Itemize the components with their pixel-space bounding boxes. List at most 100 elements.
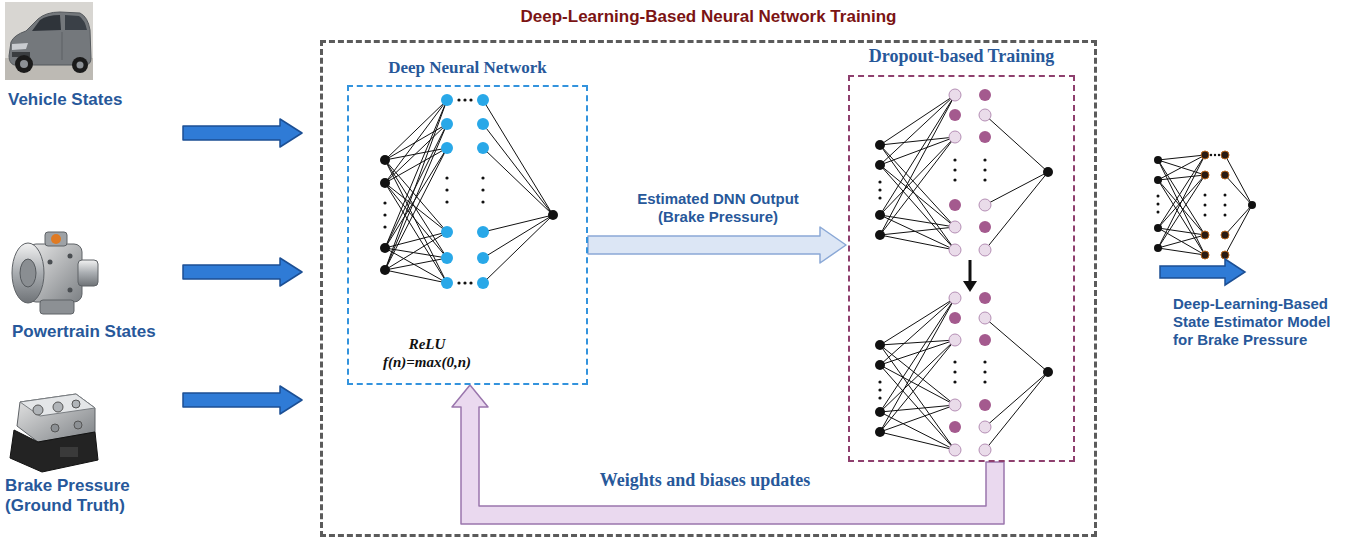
training-frame: Deep-Learning-Based Neural Network Train… xyxy=(320,40,1097,537)
input-label: Powertrain States xyxy=(12,322,182,342)
car-picture xyxy=(5,2,93,80)
dropout-network-figure-part xyxy=(875,230,885,240)
connector-label-holder: Weights and biases updates xyxy=(545,470,865,492)
output-network-figure-part xyxy=(1221,251,1229,259)
dropout-network-figure-part xyxy=(953,178,956,181)
dnn-network-figure-part xyxy=(445,188,448,191)
dropout-network-figure-part xyxy=(953,370,956,373)
dropout-network-figure-part xyxy=(953,168,956,171)
brake-module-picture xyxy=(10,394,98,472)
dropout-network-figure-part xyxy=(949,421,961,433)
dnn-network-figure xyxy=(380,94,558,289)
output-network-figure-part xyxy=(1221,231,1229,239)
dnn-network-figure-part xyxy=(383,201,386,204)
output-network-figure-part xyxy=(1154,156,1162,164)
dnn-network-figure-part xyxy=(380,178,390,188)
dropout-network-figure-part xyxy=(979,89,991,101)
dropout-network-figure-part xyxy=(878,380,881,383)
dnn-network-figure-part xyxy=(477,94,489,106)
car-picture-part xyxy=(62,32,63,60)
frame-heading-holder: Deep-Learning-Based Neural Network Train… xyxy=(323,7,1094,27)
output-network-figure-part xyxy=(1224,194,1227,197)
output-model: Deep-Learning-Based State Estimator Mode… xyxy=(1140,145,1345,385)
dropout-network-figure-part xyxy=(875,210,885,220)
dropout-network-figure-part xyxy=(983,360,986,363)
dropout-network-figure-part xyxy=(979,444,991,456)
dnn-network-figure-part xyxy=(445,200,448,203)
input-source: Brake Pressure (Ground Truth) xyxy=(3,386,183,526)
dnn-network-figure-part xyxy=(481,200,484,203)
dropout-network-figure-part xyxy=(953,360,956,363)
dropout-network-figure-part xyxy=(979,292,991,304)
dropout-network-figure-part xyxy=(878,196,881,199)
powertrain-picture xyxy=(12,232,98,314)
dropout-network-figure-part xyxy=(949,131,961,143)
car-picture-part xyxy=(15,55,33,73)
output-network-figure-part xyxy=(1204,214,1207,217)
powertrain-picture-part xyxy=(78,260,98,286)
dropout-network-figure-part xyxy=(949,334,961,346)
dropout-network-figure-part xyxy=(875,360,885,370)
car-picture-part xyxy=(20,60,28,68)
dropout-network-figure-part xyxy=(979,399,991,411)
dnn-network-figure-part xyxy=(383,225,386,228)
brake-module-picture-part xyxy=(10,430,98,472)
output-network-figure-part xyxy=(1201,251,1209,259)
brake-module-picture-part xyxy=(20,394,95,416)
connector-label: Estimated DNN Output (Brake Pressure) xyxy=(623,190,813,226)
dropout-box: Dropout-based Training xyxy=(848,75,1075,462)
dnn-network-figure-part xyxy=(477,142,489,154)
dropout-network-figure-part xyxy=(979,131,991,143)
output-network-figure-part xyxy=(1157,203,1160,206)
box-heading-holder: Deep Neural Network xyxy=(349,58,586,78)
dnn-network-figure-part xyxy=(463,281,466,284)
dropout-network-figure-part xyxy=(983,380,986,383)
connector-label: Weights and biases updates xyxy=(545,470,865,492)
powertrain-picture-part xyxy=(45,232,67,246)
powertrain-picture-part xyxy=(68,254,73,259)
activation-formula: ReLU f(n)=max(0,n) xyxy=(372,335,482,371)
dropout-network-figure-part xyxy=(985,318,1048,450)
output-network-figure-part xyxy=(1157,195,1160,198)
dnn-network-figure-part xyxy=(469,281,472,284)
brake-module-picture-part xyxy=(33,405,43,415)
output-network-figure-part xyxy=(1204,194,1207,197)
dropout-network-figure-part xyxy=(949,109,961,121)
output-network-figure-part xyxy=(1201,171,1209,179)
dropout-network-figure-part xyxy=(949,444,961,456)
connector-label-holder: Estimated DNN Output (Brake Pressure) xyxy=(623,190,813,226)
input-arrow xyxy=(183,258,302,286)
car-picture-part xyxy=(77,62,84,69)
dnn-network-figure-part xyxy=(477,226,489,238)
dropout-network-figure-part xyxy=(875,340,885,350)
box-heading: Dropout-based Training xyxy=(850,46,1073,68)
dropout-network-figure-part xyxy=(949,399,961,411)
dnn-network-figure-part xyxy=(380,243,390,253)
output-network-figure-part xyxy=(1201,231,1209,239)
car-picture-part xyxy=(65,15,87,30)
car-picture-part xyxy=(32,15,61,31)
output-network-figure-part xyxy=(1160,259,1245,285)
brake-module-picture-part xyxy=(72,400,80,408)
dropout-network-figure-part xyxy=(878,396,881,399)
dropout-network-figure-part xyxy=(983,178,986,181)
output-label: Deep-Learning-Based State Estimator Mode… xyxy=(1173,295,1343,349)
dnn-network-figure-part xyxy=(477,252,489,264)
brake-module-picture-part xyxy=(51,424,59,432)
output-label-holder: Deep-Learning-Based State Estimator Mode… xyxy=(1173,295,1343,349)
dropout-network-figure-part xyxy=(979,221,991,233)
powertrain-picture-part xyxy=(40,300,74,314)
output-network-figure-part xyxy=(1214,154,1216,156)
dnn-network-figure-part xyxy=(383,213,386,216)
dropout-network-figure-part xyxy=(983,168,986,171)
activation-formula-holder: ReLU f(n)=max(0,n) xyxy=(372,335,482,371)
car-picture-part xyxy=(72,57,88,73)
input-label-holder: Vehicle States xyxy=(8,90,178,110)
output-network-figure-part xyxy=(1218,154,1220,156)
dnn-network-figure-part xyxy=(385,100,447,283)
dropout-network-figure-part xyxy=(875,407,885,417)
dropout-network-figure-part xyxy=(979,312,991,324)
dropout-network-figure-part xyxy=(880,298,955,450)
